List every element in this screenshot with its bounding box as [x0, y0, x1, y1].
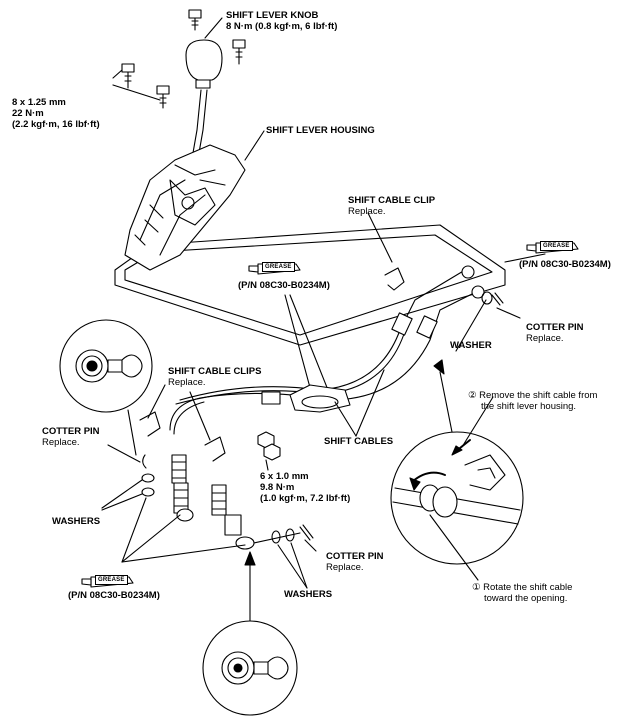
label-shift-cable-clips: SHIFT CABLE CLIPS	[168, 366, 262, 377]
label-step-1-line-2: toward the opening.	[484, 593, 568, 604]
detail-view-top-left	[59, 319, 153, 413]
label-cotter-pin-bottom: COTTER PIN	[326, 551, 384, 562]
label-washer-right: WASHER	[450, 340, 492, 351]
shift-cable-clip	[384, 267, 405, 291]
grease-tag: GREASE	[262, 262, 295, 272]
label-cotter-pin-bottom-note: Replace.	[326, 562, 364, 573]
shift-cable-clip	[139, 411, 161, 437]
detail-view-right	[390, 431, 524, 565]
shift-lever-knob	[185, 39, 223, 89]
label-nut-torque-alt: (1.0 kgf·m, 7.2 lbf·ft)	[260, 493, 351, 504]
cable-end-eye	[461, 265, 475, 279]
label-step-2-line-1: ② Remove the shift cable from	[468, 390, 598, 401]
shift-cable-clip	[204, 436, 226, 462]
label-shift-cables: SHIFT CABLES	[324, 436, 394, 447]
floor-plate-outline	[114, 224, 506, 346]
label-grease-pn-center: (P/N 08C30-B0234M)	[238, 280, 330, 291]
label-cotter-pin-right-note: Replace.	[526, 333, 564, 344]
washer-icon	[141, 473, 155, 483]
washer-icon	[481, 291, 493, 305]
label-bolt-torque: 22 N·m	[12, 108, 44, 119]
grease-tag: GREASE	[95, 575, 128, 585]
washer-icon	[285, 528, 295, 542]
label-cotter-pin-left-note: Replace.	[42, 437, 80, 448]
cotter-pin-icon	[299, 524, 314, 541]
label-shift-lever-housing: SHIFT LEVER HOUSING	[266, 125, 375, 136]
label-step-1-line-1: ① Rotate the shift cable	[472, 582, 573, 593]
label-grease-pn-top-right: (P/N 08C30-B0234M)	[519, 259, 611, 270]
cotter-pin-icon	[142, 454, 147, 469]
label-bolt-size: 8 x 1.25 mm	[12, 97, 66, 108]
cotter-pin-icon	[491, 292, 504, 306]
label-washers-bottom: WASHERS	[284, 589, 333, 600]
washer-icon	[271, 530, 281, 544]
bolt-icon	[156, 85, 170, 109]
shift-lever-housing	[124, 144, 246, 271]
label-shift-cable-clip-note: Replace.	[348, 206, 386, 217]
cable-end-bottom	[211, 484, 301, 550]
label-nut-size: 6 x 1.0 mm	[260, 471, 309, 482]
bolt-icon	[232, 39, 246, 65]
label-washers-left: WASHERS	[52, 516, 101, 527]
label-knob-title: SHIFT LEVER KNOB	[226, 10, 319, 21]
cable-grommet	[391, 312, 438, 339]
washer-icon	[141, 487, 155, 497]
bolt-icon	[121, 63, 135, 89]
label-nut-torque: 9.8 N·m	[260, 482, 295, 493]
label-bolt-torque-alt: (2.2 kgf·m, 16 lbf·ft)	[12, 119, 100, 130]
label-grease-pn-bottom-left: (P/N 08C30-B0234M)	[68, 590, 160, 601]
label-shift-cable-clips-note: Replace.	[168, 377, 206, 388]
cable-end-left	[171, 454, 194, 522]
nut-icon	[257, 431, 275, 449]
grease-tag: GREASE	[540, 241, 573, 251]
nut-icon	[263, 443, 281, 461]
label-knob-torque: 8 N·m (0.8 kgf·m, 6 lbf·ft)	[226, 21, 338, 32]
label-cotter-pin-right: COTTER PIN	[526, 322, 584, 333]
cable-end-eye	[471, 285, 485, 299]
label-shift-cable-clip: SHIFT CABLE CLIP	[348, 195, 436, 206]
label-cotter-pin-left: COTTER PIN	[42, 426, 100, 437]
bolt-icon	[188, 9, 202, 31]
label-step-2-line-2: the shift lever housing.	[481, 401, 577, 412]
detail-view-bottom	[202, 620, 298, 716]
